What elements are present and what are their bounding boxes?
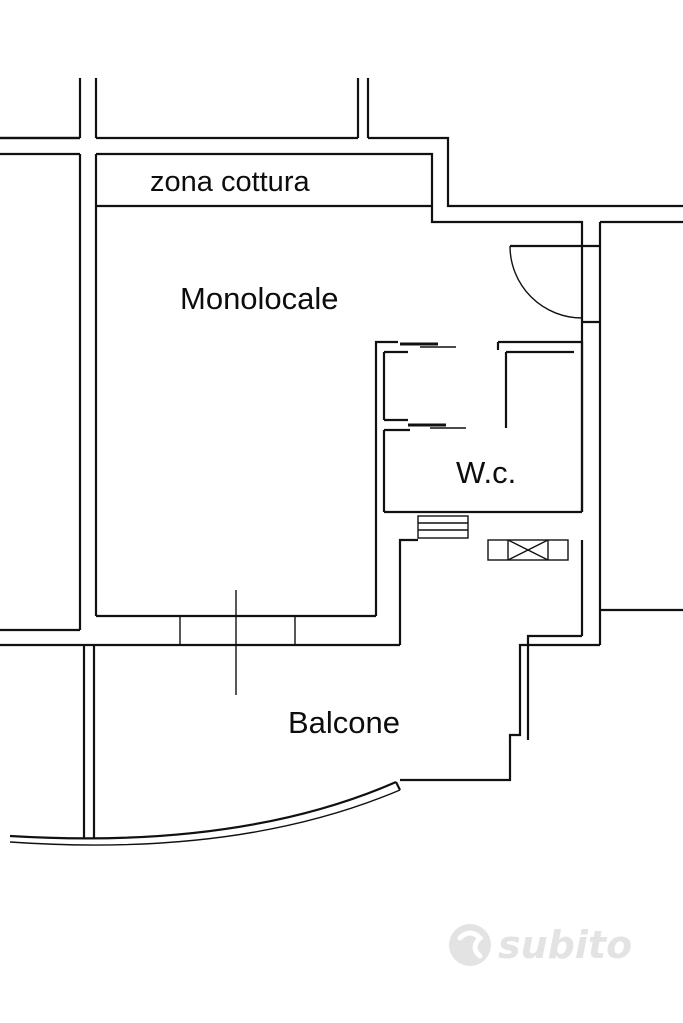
wall-top-outer-far [368, 136, 683, 208]
watermark-text: subito [498, 923, 632, 967]
room-label-kitchen: zona cottura [150, 166, 310, 198]
sliding-door-bath [408, 423, 466, 429]
room-label-balcony: Balcone [288, 705, 400, 740]
wall-top-right [356, 78, 370, 138]
balcony-curved-edge [9, 780, 401, 846]
room-label-bathroom: W.c. [456, 455, 516, 490]
watermark: subito [449, 923, 632, 967]
sliding-door-closet [400, 342, 456, 348]
entry-door [509, 244, 600, 324]
room-label-studio: Monolocale [180, 281, 339, 316]
wall-top-left [78, 78, 98, 138]
window-bottom [179, 616, 296, 645]
subito-logo-icon [449, 924, 491, 966]
wall-balcony-upper [398, 538, 418, 645]
threshold-step [417, 515, 469, 539]
wall-balcony-right-inner [526, 634, 582, 740]
wall-balcony-right [400, 643, 600, 782]
service-shaft [487, 539, 569, 561]
wall-bath-left-outer [374, 340, 398, 616]
wall-top-inner [96, 152, 584, 246]
